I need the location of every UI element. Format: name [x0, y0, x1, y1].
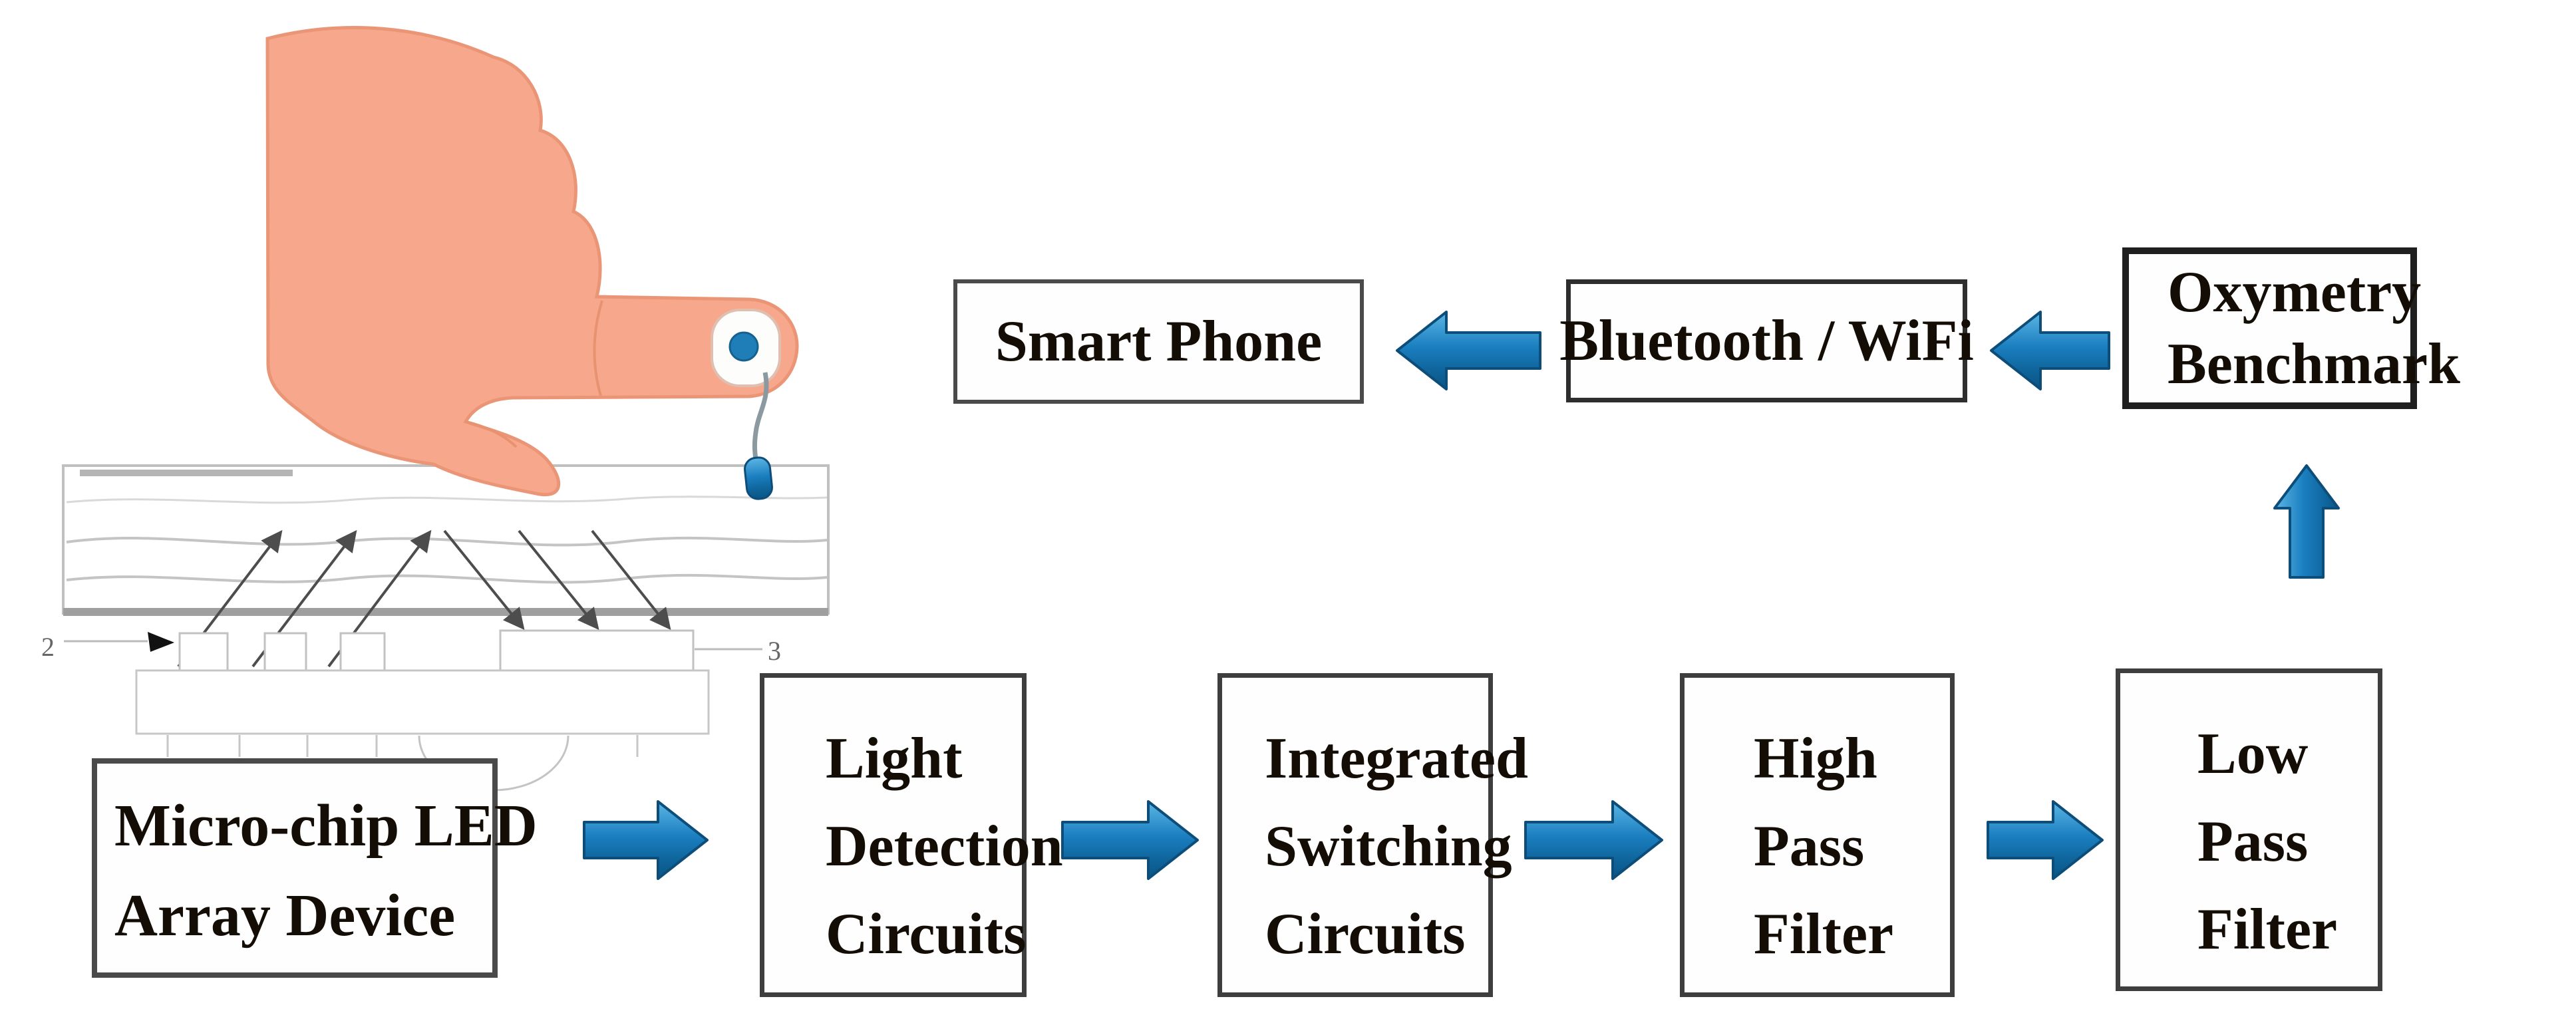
box-label-line: Detection: [826, 814, 1063, 879]
probe-tube: [744, 372, 773, 500]
right-arrow-icon: [1061, 800, 1199, 880]
skin-cross-section: [62, 464, 830, 616]
finger-crease: [593, 300, 603, 396]
tube-line: [752, 372, 769, 461]
reflected-light-arrow: [591, 529, 671, 631]
left-arrow-icon: [1990, 311, 2110, 390]
hand-illustration: [265, 26, 799, 497]
box-label-line: Integrated: [1265, 726, 1528, 791]
box-label-line: Array Device: [114, 883, 456, 949]
right-arrow-icon: [1524, 800, 1663, 880]
box-label-line: Smart Phone: [995, 309, 1323, 374]
up-arrow-icon: [2273, 464, 2340, 579]
right-arrow-icon: [583, 800, 709, 880]
box-label-line: Switching: [1265, 814, 1512, 879]
led-chip: [178, 632, 229, 672]
box-label-line: Low: [2197, 722, 2309, 786]
box-label-line: High: [1754, 726, 1877, 791]
sensor-dot-icon: [728, 331, 759, 362]
led-array-hardware: 2 3: [41, 629, 781, 792]
sensor-substrate: [135, 669, 710, 735]
left-arrow-icon: [1396, 311, 1541, 390]
box-label-line: Filter: [1754, 902, 1894, 966]
wire-leads: [166, 735, 639, 757]
right-arrow-icon: [1987, 800, 2104, 880]
reflected-light-arrow: [518, 529, 599, 631]
skin-layer-line: [66, 573, 828, 584]
box-label-line: Benchmark: [2168, 331, 2460, 396]
box-label-line: Pass: [1754, 814, 1865, 879]
callout-label-right: 3: [768, 636, 781, 666]
box-label-line: Micro-chip LED: [114, 793, 538, 859]
box-label-line: Filter: [2197, 897, 2338, 962]
bluetooth-wifi-box: Bluetooth / WiFi: [1559, 279, 1974, 402]
skin-layer-line: [66, 536, 828, 547]
hand-silhouette: [265, 26, 799, 497]
box-label-line: Bluetooth / WiFi: [1559, 308, 1974, 373]
box-label-line: Oxymetry: [2168, 260, 2422, 325]
smart-phone-box: Smart Phone: [953, 279, 1364, 404]
box-label-line: Circuits: [1265, 902, 1466, 966]
photodetector-chip: [499, 629, 695, 673]
led-chip: [339, 632, 386, 672]
flow-arrows: [583, 311, 2340, 880]
box-label-line: Light: [826, 726, 963, 791]
box-label-line: Pass: [2197, 809, 2309, 874]
microchip-led-array-box: Micro-chip LED Array Device: [92, 758, 538, 978]
led-chip: [263, 632, 307, 672]
palm-crease: [465, 420, 518, 448]
epidermis-bar: [80, 470, 293, 476]
skin-layer-line: [66, 496, 828, 504]
callout-label-left: 2: [41, 632, 55, 662]
reflected-light-arrow: [443, 529, 525, 631]
callout-arrowhead: [148, 632, 174, 652]
probe-tip: [744, 456, 773, 500]
box-label-line: Circuits: [826, 902, 1027, 966]
